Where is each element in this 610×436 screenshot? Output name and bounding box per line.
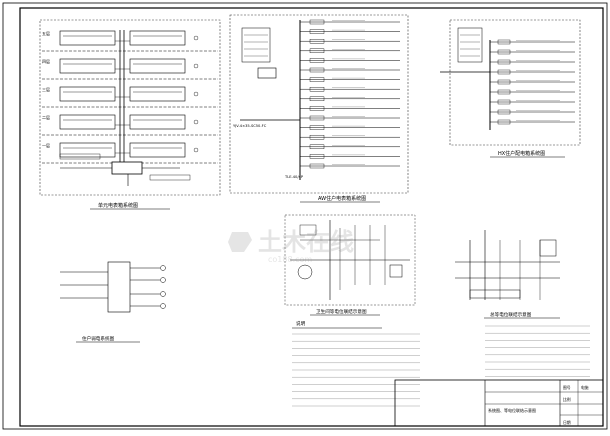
floor-row: 一层 [42, 142, 218, 164]
notes-heading: 说明 [296, 320, 306, 327]
hx-panel-title: HX住户配电箱系统图 [498, 150, 545, 157]
notes-left [292, 333, 420, 407]
title-block-label-2: 电施 [581, 385, 589, 390]
floor-row: 三层 [42, 86, 218, 108]
floor-row: 四层 [42, 58, 218, 80]
floor-label: 五层 [42, 30, 50, 36]
aw-panel-title: AW住户电表箱系统图 [318, 195, 366, 202]
aw-incoming-label: YJV-4×35-SC50-FC [233, 124, 267, 128]
main-equipotential-title: 总等电位联结示意图 [490, 311, 532, 318]
riser-diagram-title: 单元电表箱系统图 [98, 202, 138, 209]
floor-label: 一层 [42, 142, 50, 148]
main-equipotential-diagram [455, 230, 560, 300]
title-block-label-3: 比例 [563, 397, 571, 402]
watermark: 土木在线 co188.com [228, 228, 354, 264]
outer-frame [2, 2, 608, 430]
title-block-label-1: 图号 [563, 385, 571, 390]
floor-label: 三层 [42, 86, 50, 92]
floor-label: 二层 [42, 114, 50, 120]
aw-breaker-label: TLE-40/4P [284, 175, 304, 179]
aw-panel-diagram: YJV-4×35-SC50-FC TLE-40/4P [229, 14, 409, 194]
title-block-drawing-name: 系统图、等电位联结示意图 [488, 407, 536, 413]
floor-label: 四层 [42, 58, 50, 64]
hx-panel-diagram [440, 19, 581, 146]
weak-current-title: 住户弱电系统图 [82, 335, 115, 342]
toilet-equipotential-diagram [284, 214, 416, 306]
inner-frame [19, 7, 604, 427]
floor-row: 五层 [42, 30, 218, 52]
weak-current-diagram [60, 261, 166, 313]
title-block-label-4: 日期 [563, 420, 571, 425]
notes-right [485, 325, 590, 377]
floor-row: 二层 [42, 114, 218, 136]
watermark-site: co188.com [268, 255, 312, 264]
title-block: 系统图、等电位联结示意图 图号 电施 比例 日期 [394, 379, 604, 427]
toilet-diagram-title: 卫生间等电位联结示意图 [316, 308, 367, 315]
watermark-brand: 土木在线 [258, 228, 354, 256]
